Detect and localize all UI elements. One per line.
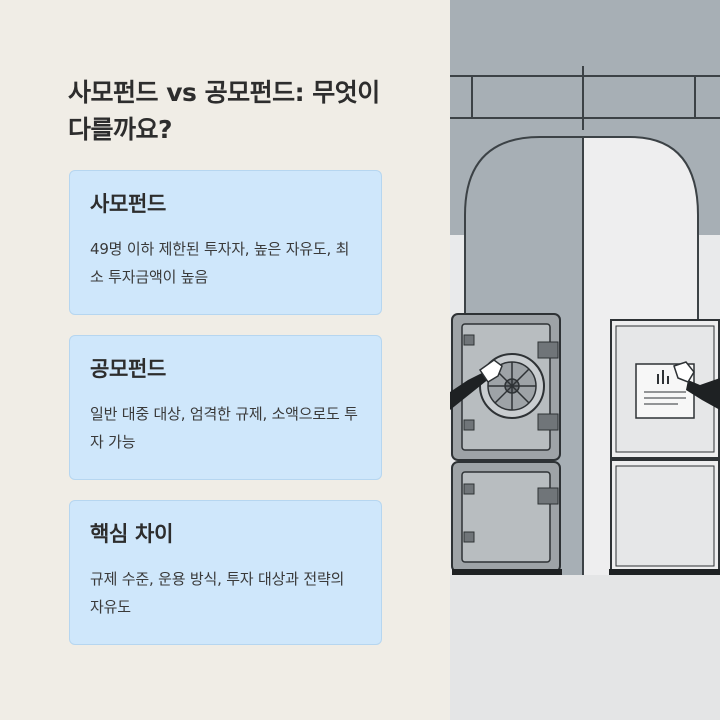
card-title: 핵심 차이 bbox=[90, 522, 174, 546]
card-key-difference: 핵심 차이 규제 수준, 운용 방식, 투자 대상과 전략의 자유도 bbox=[69, 500, 382, 645]
safe-icon bbox=[451, 313, 561, 461]
card-description: 49명 이하 제한된 투자자, 높은 자유도, 최소 투자금액이 높음 bbox=[90, 240, 350, 286]
card-title: 공모펀드 bbox=[90, 357, 167, 381]
floor-band bbox=[450, 575, 720, 720]
right-hand-icon bbox=[673, 361, 720, 410]
left-hand-icon bbox=[450, 359, 503, 410]
safe-base bbox=[452, 569, 562, 575]
cabinet-base bbox=[609, 569, 720, 575]
page-title: 사모펀드 vs 공모펀드: 무엇이 다를까요? bbox=[68, 78, 380, 144]
illustration bbox=[450, 0, 720, 720]
illustration-svg bbox=[450, 0, 720, 720]
cabinet-lower-icon bbox=[609, 459, 720, 575]
card-public-fund: 공모펀드 일반 대중 대상, 엄격한 규제, 소액으로도 투자 가능 bbox=[69, 335, 382, 480]
content-panel: 사모펀드 vs 공모펀드: 무엇이 다를까요? 사모펀드 49명 이하 제한된 … bbox=[68, 78, 382, 645]
card-title: 사모펀드 bbox=[90, 192, 167, 216]
safe-lower-icon bbox=[451, 461, 562, 575]
card-description: 일반 대중 대상, 엄격한 규제, 소액으로도 투자 가능 bbox=[90, 405, 358, 451]
card-private-fund: 사모펀드 49명 이하 제한된 투자자, 높은 자유도, 최소 투자금액이 높음 bbox=[69, 170, 382, 315]
card-description: 규제 수준, 운용 방식, 투자 대상과 전략의 자유도 bbox=[90, 570, 345, 616]
